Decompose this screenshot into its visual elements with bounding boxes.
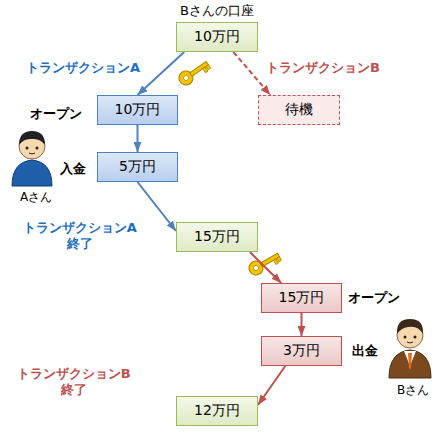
transaction-label: トランザクションB [266, 60, 380, 76]
person-name: Bさん [397, 383, 429, 398]
flow-arrow [233, 52, 270, 95]
flow-arrow [138, 52, 185, 95]
transaction-b-box: 15万円 [261, 283, 342, 313]
transaction-end-label: トランザクションB 終了 [14, 366, 134, 399]
flow-arrow [137, 125, 139, 152]
action-label: オープン [30, 106, 82, 122]
amount-text: 15万円 [194, 228, 240, 246]
amount-text: 15万円 [279, 289, 325, 307]
amount-text: 5万円 [119, 158, 156, 176]
account-box: 12万円 [176, 396, 258, 426]
transaction-a-box: 10万円 [97, 95, 178, 125]
person-name: Aさん [20, 190, 52, 205]
key-icon [176, 57, 211, 87]
flow-arrow [301, 313, 303, 336]
action-label: 入金 [60, 161, 86, 177]
waiting-box: 待機 [258, 95, 340, 125]
amount-text: 12万円 [194, 402, 240, 420]
person-b-figure [389, 319, 431, 378]
transaction-end-label: トランザクションA 終了 [20, 220, 140, 253]
transaction-a-box: 5万円 [97, 152, 178, 182]
action-label: 出金 [352, 343, 378, 359]
transaction-label: トランザクションA [26, 60, 140, 76]
account-heading: Bさんの口座 [180, 2, 254, 20]
account-box: 15万円 [176, 222, 258, 252]
account-box: Bさんの口座10万円 [176, 22, 258, 52]
flow-arrow [250, 252, 281, 283]
amount-text: 3万円 [283, 342, 320, 360]
transaction-b-box: 3万円 [261, 336, 342, 366]
amount-text: 10万円 [194, 28, 240, 46]
person-a-figure [12, 131, 52, 186]
flow-arrow [258, 366, 285, 405]
flow-arrow [138, 182, 177, 231]
action-label: オープン [348, 290, 400, 306]
amount-text: 待機 [285, 101, 313, 119]
amount-text: 10万円 [115, 101, 161, 119]
